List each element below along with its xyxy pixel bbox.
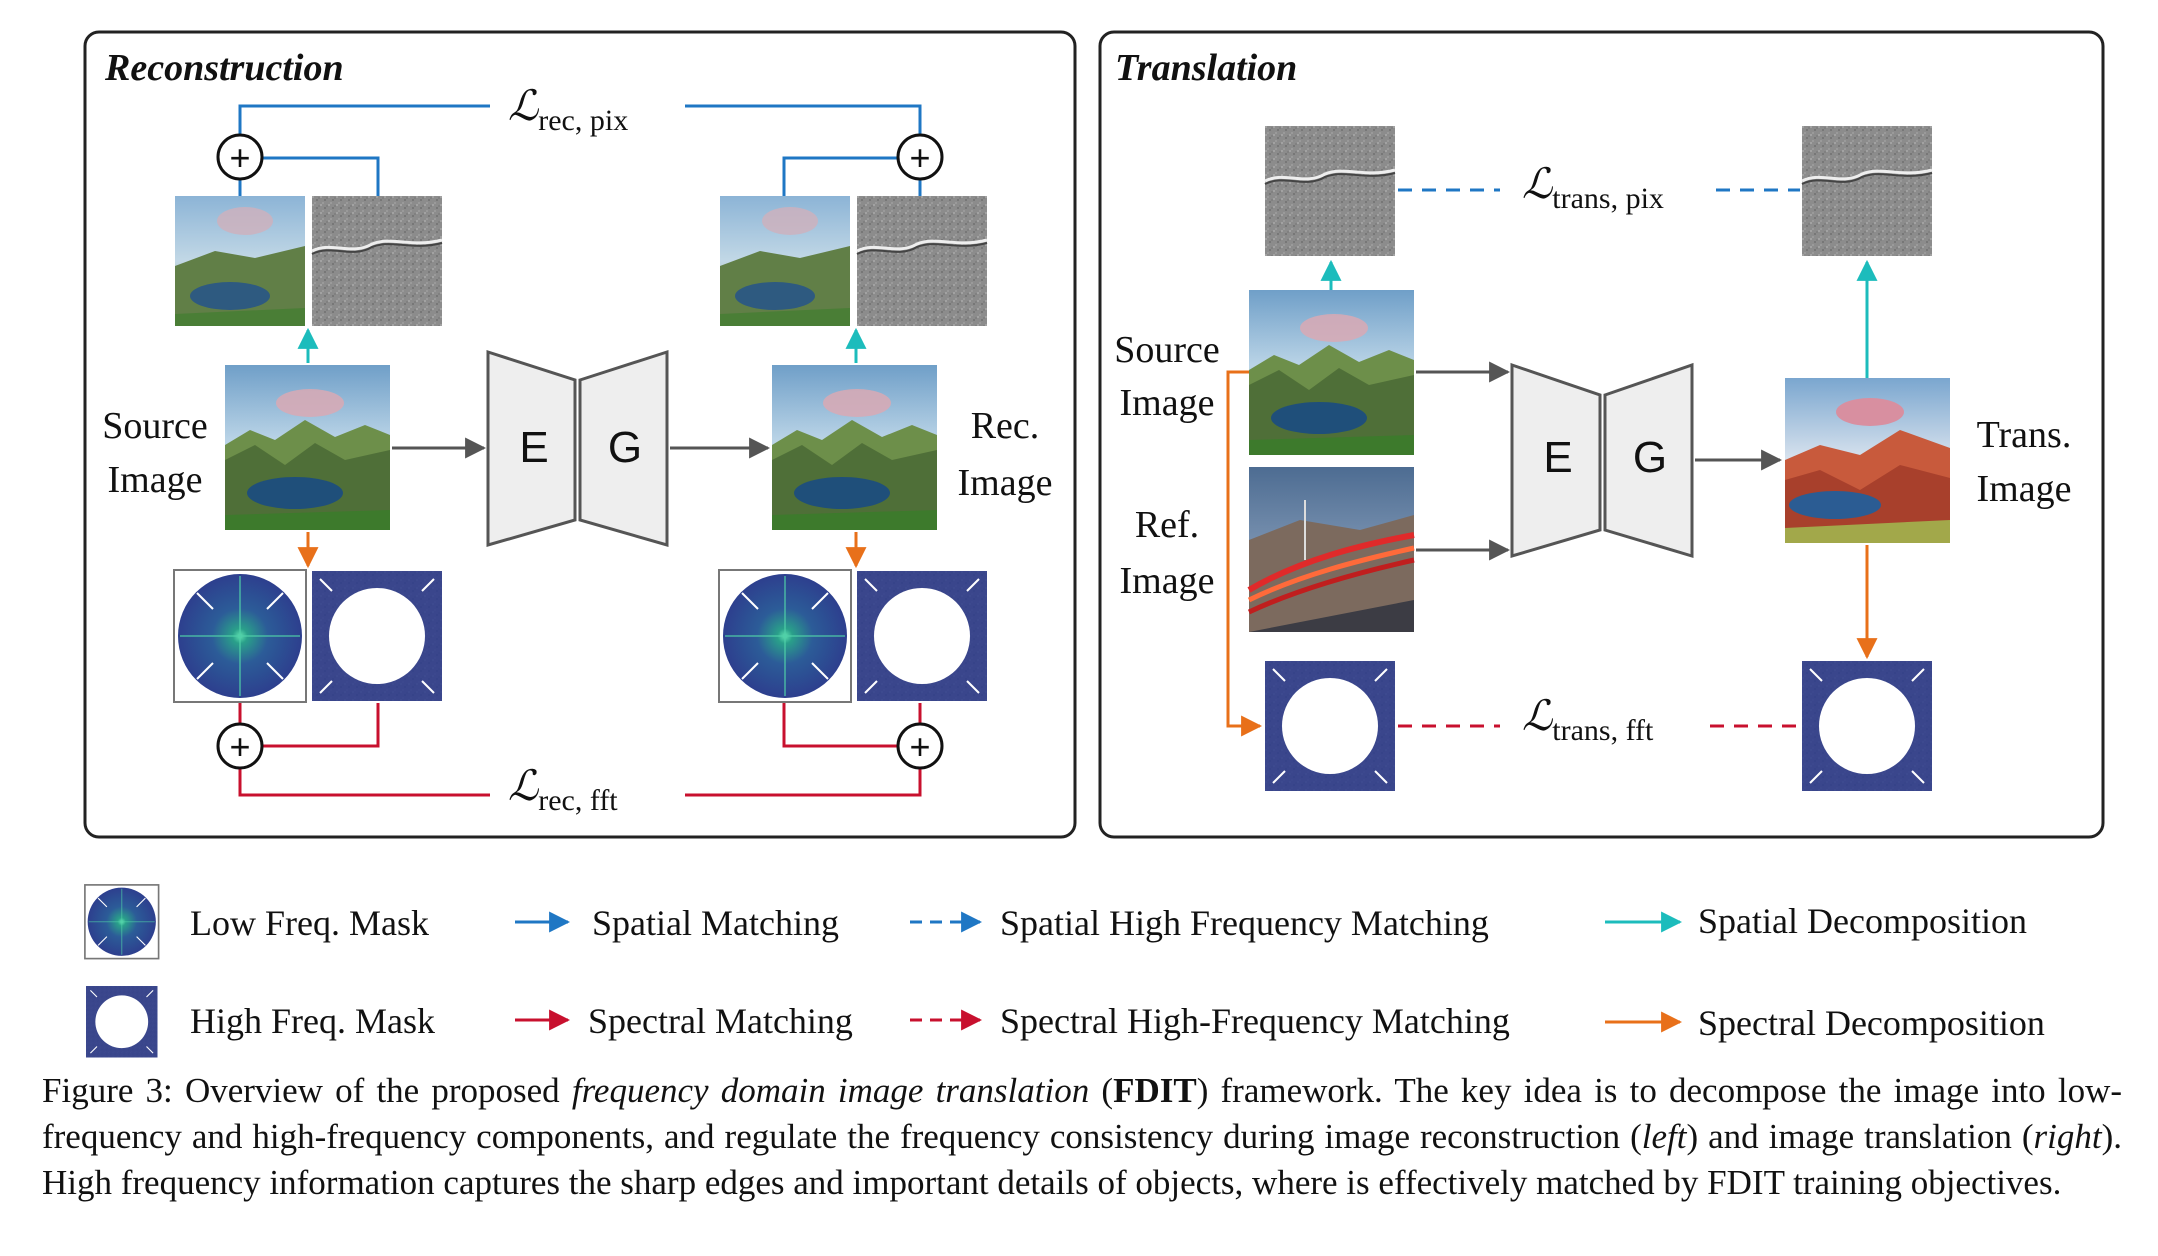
trans-reference-label: Ref. [1135,504,1199,546]
trans-source-image [1249,290,1414,455]
rec-output-label: Rec. [971,405,1040,447]
caption-text-5: ). High frequency information captures t… [42,1117,2122,1202]
trans-generator: G [1603,362,1694,559]
translation-panel: Translation ℒtrans, pix Source Image Ref… [1098,30,2105,839]
caption-text-2: ( [1089,1071,1114,1110]
trans-output-label: Trans. [1977,414,2072,456]
reconstruction-frame [83,30,1077,839]
legend: Low Freq. Mask High Freq. Mask Spatial M… [84,884,2045,1059]
rec-encoder: E [486,349,577,547]
rec-plus-bottom-right: + [896,722,944,770]
svg-text:+: + [229,137,250,178]
legend-spatial-matching-label: Spatial Matching [592,903,839,943]
svg-text:G: G [608,423,642,472]
trans-output-image [1785,378,1950,543]
rec-high-freq-image-right [855,194,989,328]
rec-high-freq-image-left [310,194,444,328]
trans-source-high-mask [1264,660,1396,792]
rec-fft-loss: ℒrec, fft [508,764,618,817]
legend-spectral-decomp-label: Spectral Decomposition [1698,1003,2045,1043]
caption-text-3: ) framework. The key idea is to decompos… [42,1071,2123,1156]
rec-low-freq-image-left [175,196,305,326]
svg-text:E: E [1543,433,1572,482]
trans-spectral-decomp-arrow-left [1226,370,1263,737]
translation-frame [1098,30,2105,839]
trans-output-high-freq [1800,124,1934,258]
rec-output-label-2: Image [958,462,1053,504]
svg-text:+: + [909,726,930,767]
rec-plus-top-right: + [896,133,944,181]
caption-bold-fdit: FDIT [1113,1071,1197,1110]
rec-spatial-matching-lines [238,104,922,198]
trans-reference-label-2: Image [1120,560,1215,602]
translation-title: Translation [1115,47,1297,89]
rec-high-mask-right [856,570,988,702]
trans-source-label-2: Image [1120,382,1215,424]
trans-encoder: E [1510,362,1602,559]
caption-italic-right: right [2033,1117,2102,1156]
fdit-diagram: Reconstruction ℒrec, pix ℒrec, fft + + [83,30,2105,1059]
rec-pix-loss: ℒrec, pix [508,84,628,137]
rec-low-mask-right [718,569,852,703]
rec-generator: G [578,349,669,547]
legend-low-mask-icon [84,884,160,960]
caption-italic-left: left [1641,1117,1687,1156]
legend-spatial-hf-label: Spatial High Frequency Matching [1000,903,1489,943]
trans-output-label-2: Image [1977,468,2072,510]
rec-source-image [225,365,390,530]
svg-text:G: G [1633,433,1667,482]
rec-plus-bottom-left: + [216,722,264,770]
rec-spectral-matching-lines [238,703,922,797]
svg-text:+: + [229,726,250,767]
caption-text-1: Overview of the proposed [172,1071,572,1110]
reconstruction-title: Reconstruction [104,47,344,89]
trans-fft-loss: ℒtrans, fft [1522,694,1654,747]
legend-spectral-hf-label: Spectral High-Frequency Matching [1000,1001,1510,1041]
trans-output-high-mask [1801,660,1933,792]
rec-plus-top-left: + [216,133,264,181]
legend-low-mask-label: Low Freq. Mask [190,903,429,943]
legend-high-mask-label: High Freq. Mask [190,1001,435,1041]
reconstruction-panel: Reconstruction ℒrec, pix ℒrec, fft + + [83,30,1077,839]
rec-source-label-2: Image [108,459,203,501]
legend-spatial-decomp-label: Spatial Decomposition [1698,901,2027,941]
trans-pix-loss: ℒtrans, pix [1522,162,1664,215]
rec-source-label: Source [102,405,208,447]
rec-high-mask-left [311,570,443,702]
svg-text:E: E [519,423,548,472]
trans-source-label: Source [1114,329,1220,371]
rec-low-freq-image-right [720,196,850,326]
caption-text-4: ) and image translation ( [1686,1117,2034,1156]
trans-source-high-freq [1263,124,1397,258]
rec-output-image [772,365,937,530]
caption-prefix: Figure 3: [42,1071,173,1110]
legend-spectral-matching-label: Spectral Matching [588,1001,853,1041]
legend-high-mask-icon [85,985,159,1059]
caption-italic-method: frequency domain image translation [571,1071,1090,1110]
trans-reference-image [1247,467,1415,632]
figure-caption: Figure 3: Overview of the proposed frequ… [42,1068,2122,1206]
svg-text:+: + [909,137,930,178]
rec-low-mask-left [173,569,307,703]
